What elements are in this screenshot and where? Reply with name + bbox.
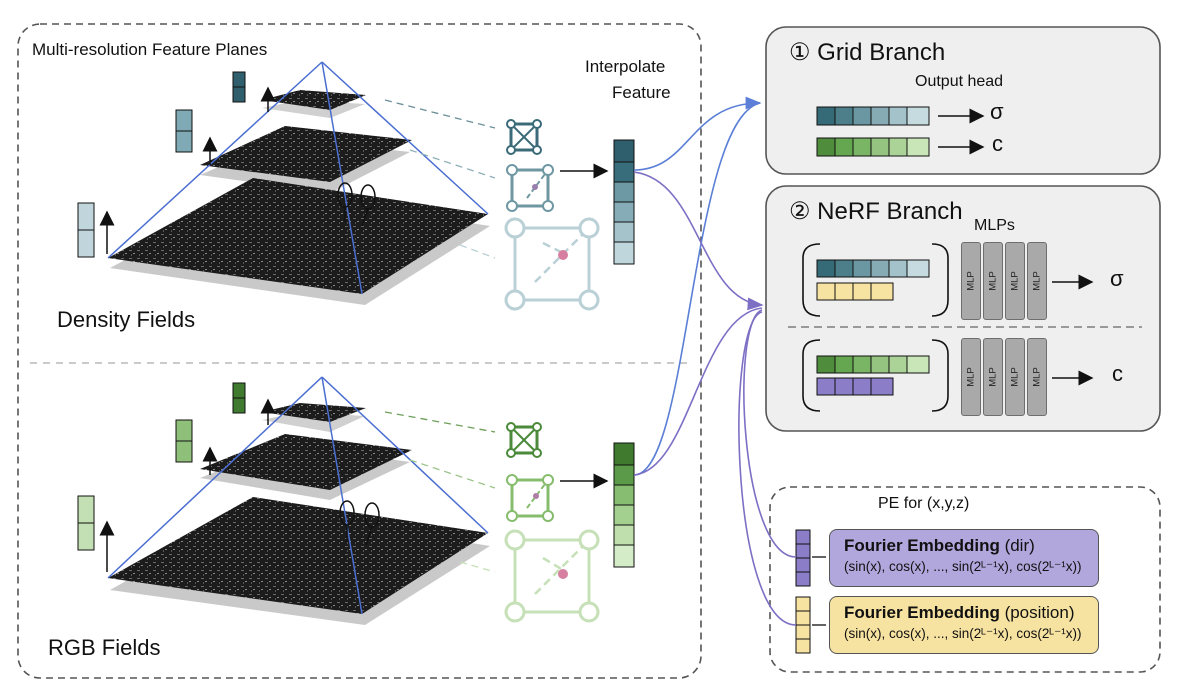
mlp-block: MLP <box>983 242 1003 320</box>
nerf-sigma-output: σ <box>1110 266 1124 291</box>
fe-dir-title: Fourier Embedding (dir) <box>844 536 1035 555</box>
nerf-branch-title: ② NeRF Branch <box>789 198 963 225</box>
density-fields-label: Density Fields <box>57 307 196 332</box>
mlp-block: MLP <box>1027 338 1047 416</box>
fe-dir-formula: (sin(x), cos(x), ..., sin(2ᴸ⁻¹x), cos(2ᴸ… <box>844 559 1082 574</box>
rgb-feature-vector <box>613 442 635 568</box>
planes-title: Multi-resolution Feature Planes <box>32 40 268 59</box>
rgb-plane-small <box>262 403 366 422</box>
density-plane-small <box>262 90 366 110</box>
mlps-label: MLPs <box>974 217 1015 234</box>
pe-position-vector <box>795 596 811 654</box>
fourier-embedding-position: Fourier Embedding (position) (sin(x), co… <box>829 596 1099 654</box>
grid-c-output: c <box>992 131 1003 156</box>
left-panel-border <box>17 23 702 679</box>
density-feature-vector <box>613 139 635 265</box>
nerf-density-vector <box>816 259 930 301</box>
grid-sigma-output: σ <box>990 99 1004 124</box>
rgb-plane-large <box>108 497 488 614</box>
fourier-embedding-dir: Fourier Embedding (dir) (sin(x), cos(x),… <box>829 529 1099 587</box>
grid-branch-title: ① Grid Branch <box>789 39 946 66</box>
mlp-block: MLP <box>983 338 1003 416</box>
fe-pos-formula: (sin(x), cos(x), ..., sin(2ᴸ⁻¹x), cos(2ᴸ… <box>844 626 1082 641</box>
density-plane-large <box>108 178 488 294</box>
interpolate-label-line1: Interpolate <box>585 57 666 76</box>
fe-pos-title: Fourier Embedding (position) <box>844 603 1075 622</box>
rgb-plane-mid <box>200 434 412 490</box>
nerf-rgb-vector <box>816 355 930 396</box>
density-plane-mid <box>200 126 412 182</box>
mlp-block: MLP <box>1027 242 1047 320</box>
pe-box <box>769 486 1161 673</box>
rgb-grids <box>504 422 600 623</box>
grid-density-vector <box>816 106 930 126</box>
output-head-label: Output head <box>915 73 1004 90</box>
density-grids <box>504 119 600 311</box>
pe-title: PE for (x,y,z) <box>878 495 970 512</box>
rgb-fields-label: RGB Fields <box>48 635 161 660</box>
mlp-block: MLP <box>961 242 981 320</box>
grid-branch-box <box>765 26 1161 175</box>
interpolate-label-line2: Feature <box>612 83 671 102</box>
mlp-block: MLP <box>1005 338 1025 416</box>
mlp-block: MLP <box>961 338 981 416</box>
density-pyramid <box>77 61 496 305</box>
mlp-block: MLP <box>1005 242 1025 320</box>
pe-dir-vector <box>795 529 811 587</box>
grid-rgb-vector <box>816 137 930 157</box>
nerf-c-output: c <box>1112 361 1123 386</box>
rgb-pyramid <box>77 376 496 625</box>
